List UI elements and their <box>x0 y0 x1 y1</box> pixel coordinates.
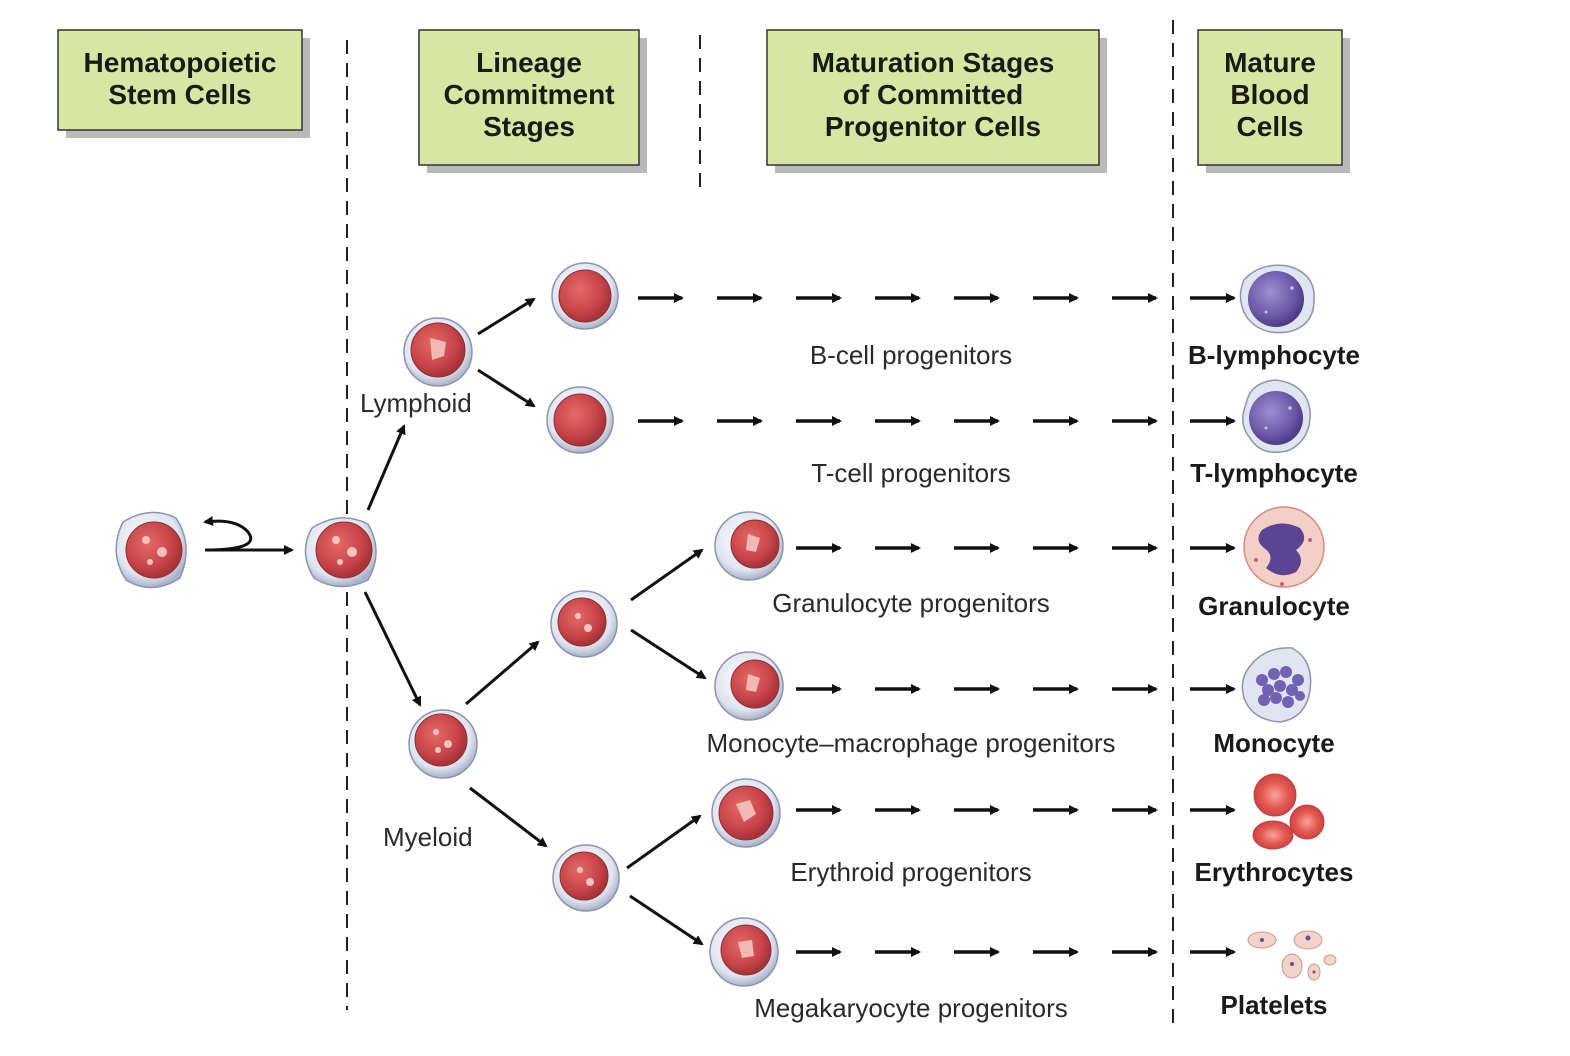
granulocyte-cell <box>1243 506 1325 588</box>
gm-to-granulocyte-arrow <box>630 548 704 602</box>
gm-to-monocyte-arrow <box>630 628 707 680</box>
granulocyte-label: Granulocyte <box>1198 591 1350 621</box>
t-cell-progenitor-cell <box>546 386 614 454</box>
lymphoid-to-t-arrow <box>477 368 536 408</box>
lymphoid-to-b-arrow <box>477 297 536 336</box>
platelets-cells <box>1247 930 1337 981</box>
myeloid-label: Myeloid <box>383 822 473 852</box>
stem-cell <box>115 511 187 589</box>
b-cell-progenitors-label: B-cell progenitors <box>810 340 1012 370</box>
t-lymphocyte-label: T-lymphocyte <box>1190 458 1358 488</box>
erythrocytes-label: Erythrocytes <box>1195 857 1354 887</box>
monocyte-cell <box>1241 647 1312 723</box>
monocyte-label: Monocyte <box>1213 728 1334 758</box>
myeloid-progenitor-cell <box>408 709 478 779</box>
granulocyte-progenitors-label: Granulocyte progenitors <box>772 588 1049 618</box>
myeloid-to-em-arrow <box>469 786 548 848</box>
multipotent-progenitor-cell <box>304 517 377 588</box>
erythroid-progenitor-cell <box>711 778 781 848</box>
b-cell-progenitor-cell <box>551 262 619 330</box>
lymphoid-progenitor-cell <box>403 317 473 387</box>
megakaryocyte-progenitors-label: Megakaryocyte progenitors <box>754 993 1068 1023</box>
erythroid-megakaryocyte-precursor-cell <box>552 844 620 912</box>
em-to-megakaryocyte-arrow <box>629 894 704 946</box>
granulocyte-monocyte-precursor-cell <box>550 590 618 658</box>
myeloid-to-gm-arrow <box>465 640 540 706</box>
t-cell-progenitors-label: T-cell progenitors <box>811 458 1010 488</box>
erythrocytes-cells <box>1252 773 1325 850</box>
monocyte-progenitors-label: Monocyte–macrophage progenitors <box>706 728 1115 758</box>
platelets-label: Platelets <box>1221 990 1328 1020</box>
b-lymphocyte-cell <box>1239 264 1315 334</box>
self-renewal-arrow <box>203 516 253 552</box>
to-lymphoid-arrow <box>366 424 406 511</box>
megakaryocyte-progenitor-cell <box>709 917 779 987</box>
monocyte-progenitor-cell <box>714 651 784 721</box>
b-lymphocyte-label: B-lymphocyte <box>1188 340 1360 370</box>
em-to-erythroid-arrow <box>626 814 702 870</box>
lymphoid-label: Lymphoid <box>360 388 472 418</box>
granulocyte-progenitor-cell <box>714 511 784 581</box>
erythroid-progenitors-label: Erythroid progenitors <box>790 857 1031 887</box>
to-myeloid-arrow <box>363 591 422 707</box>
t-lymphocyte-cell <box>1242 379 1311 453</box>
